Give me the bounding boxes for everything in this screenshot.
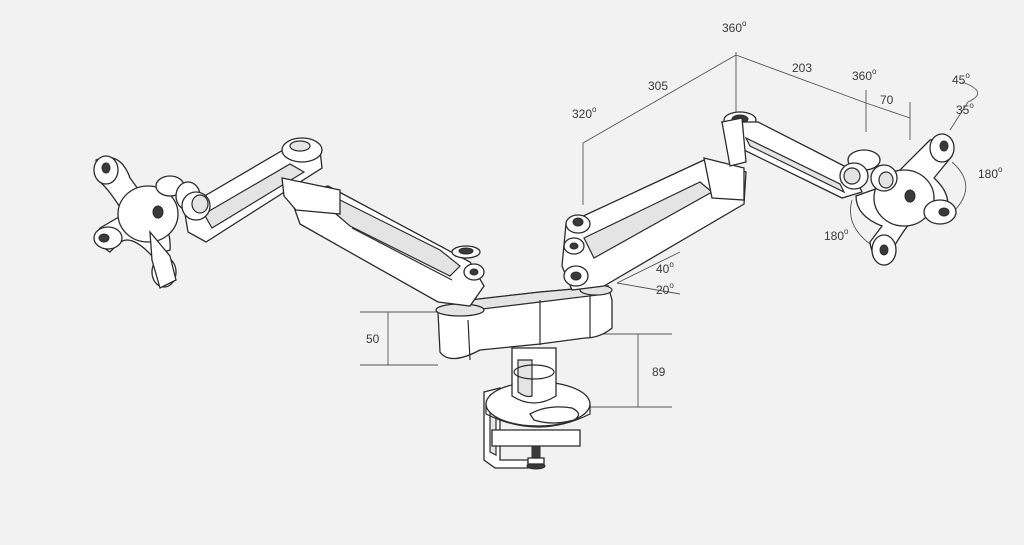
right-outer-arm [720,117,863,199]
label-swivel-bottom: 180o [824,227,849,243]
label-tilt-up: 45o [952,71,970,87]
label-length-outer: 305 [648,79,668,93]
label-height-pole: 89 [652,365,666,379]
label-tilt-down: 35o [956,101,974,117]
label-arm-up: 40o [656,260,674,276]
left-outer-arm [183,137,341,243]
center-beam [435,284,613,361]
label-height-base: 50 [366,332,380,346]
label-arm-down: 20o [656,281,674,297]
label-length-inner: 203 [792,61,812,75]
label-rotation-left-elbow: 320o [572,105,597,121]
label-rotation-top: 360o [722,19,747,35]
label-length-head: 70 [880,93,894,107]
right-vesa-head [839,133,957,266]
dimension-lines [360,52,978,408]
dimension-labels: 360o 305 203 360o 70 45o 35o 320o 180o 1… [366,19,1003,379]
right-inner-arm [561,111,757,291]
left-inner-arm [289,185,485,307]
left-vesa-head [93,155,211,289]
label-swivel-right: 180o [978,165,1003,181]
label-rotation-right-joint: 360o [852,67,877,83]
pole [511,347,557,404]
